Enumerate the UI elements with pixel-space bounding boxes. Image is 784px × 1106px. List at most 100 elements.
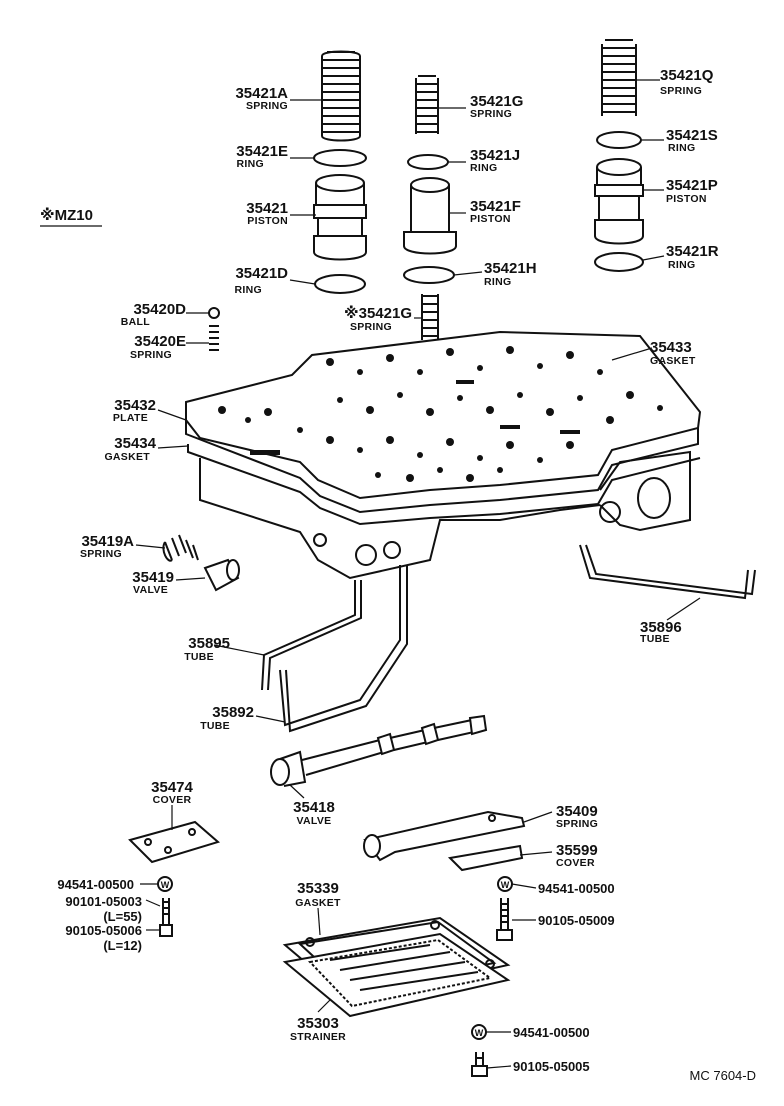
label-35421P-number: 35421P (666, 177, 718, 194)
spring-35421G-mz10 (421, 294, 439, 340)
label-35420E-name: SPRING (130, 349, 172, 361)
label-35339-number: 35339 (297, 880, 339, 897)
washer-left: W (157, 876, 173, 892)
label-35420E-number: 35420E (134, 333, 186, 350)
spring-35420E (209, 325, 219, 351)
label-35418-number: 35418 (293, 799, 335, 816)
label-35420D-name: BALL (121, 316, 150, 328)
valve-35419 (203, 558, 240, 592)
label-35432-number: 35432 (114, 397, 156, 414)
tube-35895 (261, 580, 362, 691)
label-35339-name: GASKET (295, 897, 341, 909)
label-35421S-number: 35421S (666, 127, 718, 144)
label-35419A-name: SPRING (80, 548, 122, 560)
label-35895-number: 35895 (188, 635, 230, 652)
plate-holes (218, 346, 663, 482)
label-bolt-bottom: 90105-05005 (513, 1059, 590, 1074)
label-35409-name: SPRING (556, 818, 598, 830)
label-35421S-name: RING (668, 142, 695, 154)
label-35421D-number: 35421D (235, 265, 288, 282)
label-35419-number: 35419 (132, 569, 174, 586)
label-35896-name: TUBE (640, 633, 670, 645)
svg-text:W: W (501, 880, 510, 890)
ball-35420D (208, 307, 220, 319)
label-bolt-left-a-length: (L=55) (103, 909, 142, 924)
strainer-35303 (282, 932, 511, 1018)
label-35892-name: TUBE (200, 720, 230, 732)
bolt-right (496, 898, 513, 941)
label-35421-number: 35421 (246, 200, 288, 217)
spring-35421A (321, 50, 361, 142)
drawing-code: MC 7604-D (690, 1068, 756, 1083)
tube-35892 (279, 565, 408, 733)
label-35418-name: VALVE (297, 815, 332, 827)
label-35421R-number: 35421R (666, 243, 719, 260)
ring-35421E (313, 149, 367, 167)
bolt-left (159, 898, 173, 937)
label-35421J-number: 35421J (470, 147, 520, 164)
washer-bottom: W (471, 1024, 487, 1040)
label-35421G-mz10-name: SPRING (350, 321, 392, 333)
bolt-bottom (471, 1052, 488, 1077)
label-35303-number: 35303 (297, 1015, 339, 1032)
tube-35896 (579, 544, 756, 600)
label-35421E-number: 35421E (236, 143, 288, 160)
label-35433-name: GASKET (650, 355, 696, 367)
ring-35421D (314, 274, 366, 294)
cover-35599 (447, 844, 524, 872)
label-35892-number: 35892 (212, 704, 254, 721)
label-35432-name: PLATE (113, 412, 148, 424)
label-35421R-name: RING (668, 259, 695, 271)
label-35433-number: 35433 (650, 339, 692, 356)
label-35599-name: COVER (556, 857, 595, 869)
label-35421F-number: 35421F (470, 198, 521, 215)
label-35409-number: 35409 (556, 803, 598, 820)
label-washer-right: 94541-00500 (538, 881, 615, 896)
label-35421J-name: RING (470, 162, 497, 174)
ring-35421J (407, 154, 449, 170)
svg-text:W: W (475, 1028, 484, 1038)
ring-35421R (594, 252, 644, 272)
label-35303-name: STRAINER (290, 1031, 346, 1043)
label-35421H-number: 35421H (484, 260, 537, 277)
label-washer-bottom: 94541-00500 (513, 1025, 590, 1040)
piston-35421 (313, 174, 367, 261)
label-bolt-left-b-length: (L=12) (103, 938, 142, 953)
label-35419-name: VALVE (133, 584, 168, 596)
ring-35421H (403, 266, 455, 284)
valve-body-35433 (185, 330, 702, 580)
label-35434-name: GASKET (104, 451, 150, 463)
label-35421F-name: PISTON (470, 213, 511, 225)
label-bolt-left-b: 90105-05006 (65, 923, 142, 938)
label-35421G-top-name: SPRING (470, 108, 512, 120)
label-35421E-name: RING (237, 158, 264, 170)
spring-35421Q (601, 39, 637, 116)
spring-35421G-top (415, 75, 439, 134)
label-35421D-name: RING (235, 284, 262, 296)
label-35421-name: PISTON (247, 215, 288, 227)
label-35421G-top-number: 35421G (470, 93, 523, 110)
label-35420D-number: 35420D (133, 301, 186, 318)
label-35421Q-name: SPRING (660, 85, 702, 97)
label-35421H-name: RING (484, 276, 511, 288)
label-35895-name: TUBE (184, 651, 214, 663)
label-35896-number: 35896 (640, 619, 682, 636)
label-35421P-name: PISTON (666, 193, 707, 205)
label-35421A-name: SPRING (246, 100, 288, 112)
valve-35418 (270, 714, 488, 787)
label-35474-number: 35474 (151, 779, 193, 796)
label-washer-left: 94541-00500 (57, 877, 134, 892)
piston-35421P (594, 158, 644, 245)
label-35421Q-number: 35421Q (660, 67, 714, 84)
label-35599-number: 35599 (556, 842, 598, 859)
svg-text:W: W (161, 880, 170, 890)
piston-35421F (403, 177, 457, 255)
ring-35421S (596, 131, 642, 149)
label-35421A-number: 35421A (235, 85, 288, 102)
label-35419A-number: 35419A (81, 533, 134, 550)
label-35434-number: 35434 (114, 435, 156, 452)
spring-35409 (363, 810, 526, 862)
spring-35419A (162, 534, 199, 562)
cover-35474 (128, 820, 221, 864)
